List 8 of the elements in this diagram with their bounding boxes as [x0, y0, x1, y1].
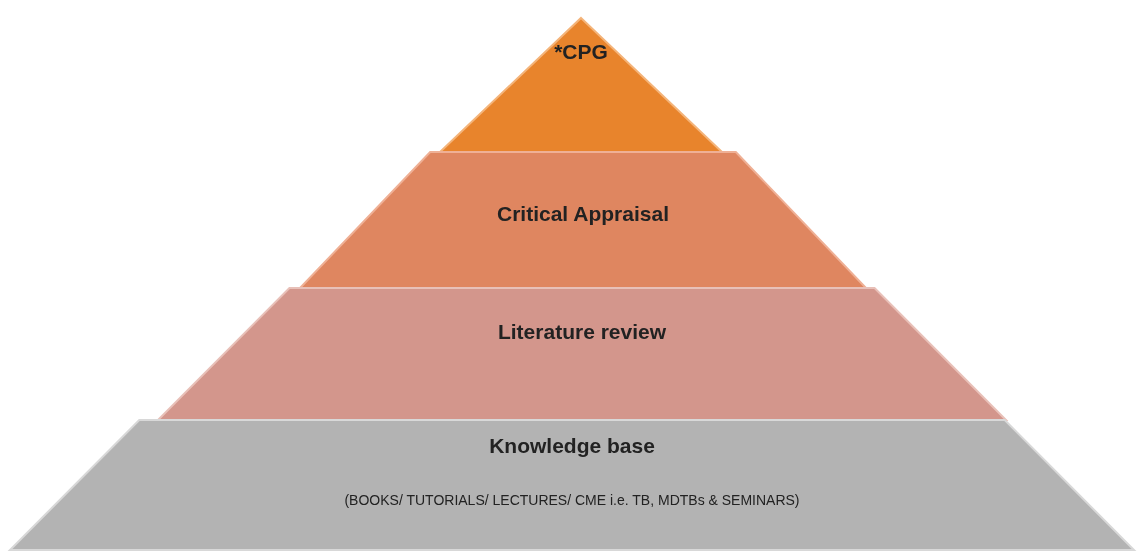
tier-label: *CPG — [554, 40, 608, 64]
tier-label: Knowledge base — [489, 434, 655, 458]
pyramid-tier — [10, 420, 1134, 550]
pyramid-tier — [300, 152, 866, 288]
pyramid-tier — [158, 288, 1006, 420]
tier-label: Critical Appraisal — [497, 202, 669, 226]
tier-description: (BOOKS/ TUTORIALS/ LECTURES/ CME i.e. TB, MDTBs & SEMINARS) — [344, 492, 800, 508]
tier-label: Literature review — [497, 320, 667, 344]
